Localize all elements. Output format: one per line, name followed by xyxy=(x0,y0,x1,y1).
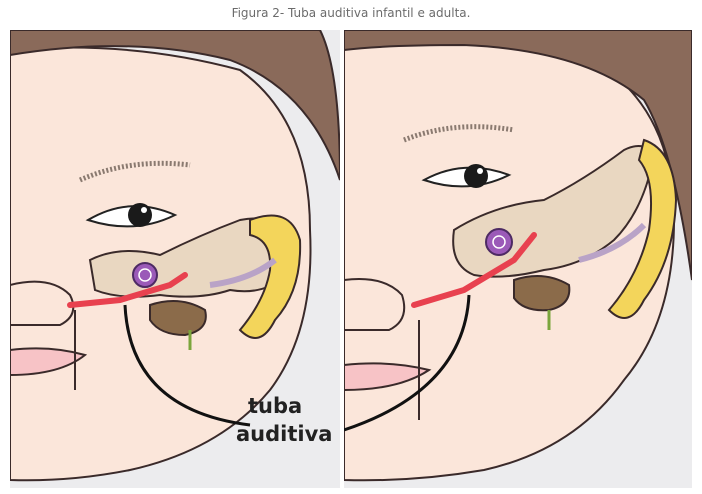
tube-label-line2: auditiva xyxy=(236,422,332,446)
tube-label-line1: tuba xyxy=(248,394,302,418)
